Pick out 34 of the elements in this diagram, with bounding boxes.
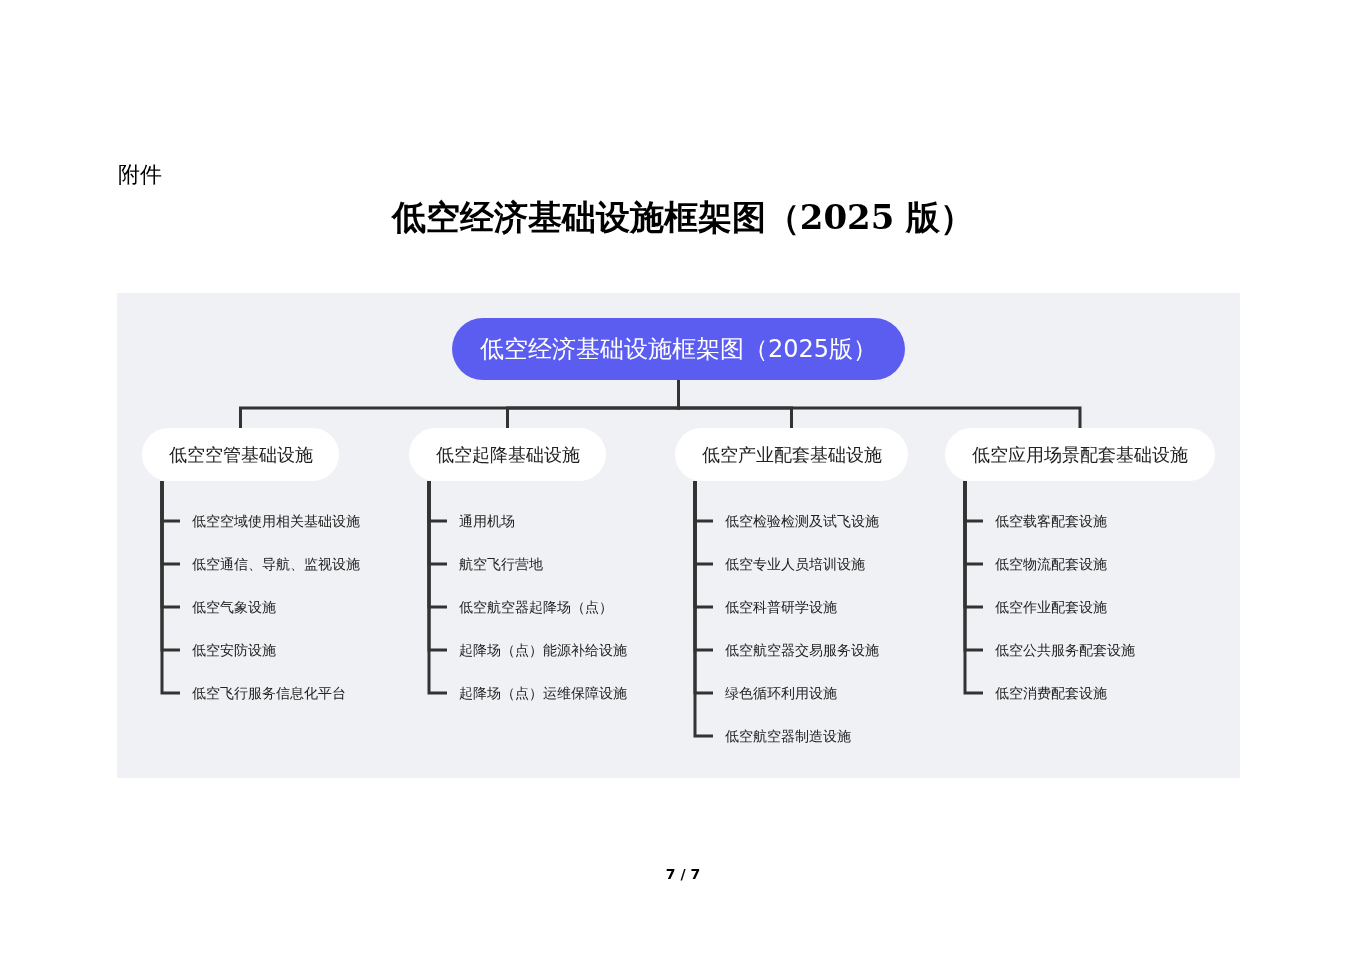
item-label: 通用机场: [447, 509, 515, 533]
connector-line: [427, 481, 447, 695]
connector-line: [963, 481, 983, 695]
item-label: 低空检验检测及试飞设施: [713, 509, 879, 533]
category-pill: 低空起降基础设施: [409, 428, 606, 481]
connector-line: [693, 481, 713, 738]
category-pill: 低空空管基础设施: [142, 428, 339, 481]
item-label: 低空航空器起降场（点）: [447, 595, 613, 619]
item-label: 低空飞行服务信息化平台: [180, 681, 346, 705]
item-label: 起降场（点）能源补给设施: [447, 638, 627, 662]
category-pill: 低空应用场景配套基础设施: [945, 428, 1215, 481]
connector-line: [160, 481, 180, 695]
item-label: 低空空域使用相关基础设施: [180, 509, 360, 533]
page-number: 7 / 7: [664, 865, 702, 884]
item-label: 航空飞行营地: [447, 552, 543, 576]
item-label: 低空专业人员培训设施: [713, 552, 865, 576]
page-heading: 附件: [118, 161, 162, 189]
item-label: 低空通信、导航、监视设施: [180, 552, 360, 576]
item-label: 低空安防设施: [180, 638, 276, 662]
item-label: 低空载客配套设施: [983, 509, 1107, 533]
item-label: 低空航空器制造设施: [713, 724, 851, 748]
item-label: 低空科普研学设施: [713, 595, 837, 619]
item-label: 低空气象设施: [180, 595, 276, 619]
root-pill: 低空经济基础设施框架图（2025版）: [452, 318, 905, 380]
connector-line: [677, 380, 1082, 428]
item-label: 低空消费配套设施: [983, 681, 1107, 705]
item-label: 低空公共服务配套设施: [983, 638, 1135, 662]
item-label: 低空航空器交易服务设施: [713, 638, 879, 662]
page-title: 低空经济基础设施框架图（2025 版）: [390, 196, 976, 239]
item-label: 低空物流配套设施: [983, 552, 1107, 576]
item-label: 起降场（点）运维保障设施: [447, 681, 627, 705]
category-pill: 低空产业配套基础设施: [675, 428, 908, 481]
item-label: 绿色循环利用设施: [713, 681, 837, 705]
item-label: 低空作业配套设施: [983, 595, 1107, 619]
